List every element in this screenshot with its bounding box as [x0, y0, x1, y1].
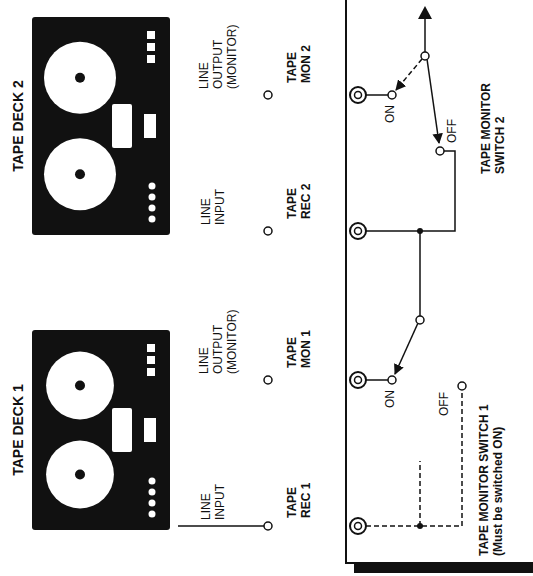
tape-reel: [46, 441, 114, 509]
deck-button: [149, 500, 156, 507]
wire: [366, 94, 388, 96]
switch-contact: [458, 382, 466, 390]
deck-key: [147, 55, 155, 63]
arrow-shaft: [0, 569, 1, 576]
deck-body: [32, 330, 170, 530]
switch-contact: [436, 147, 444, 155]
switch-contact: [388, 376, 396, 384]
panel-jack: [350, 223, 366, 239]
level-meter: [144, 418, 156, 442]
wire: [366, 379, 388, 381]
reel-hub: [75, 380, 85, 390]
reel-hub: [75, 169, 85, 179]
panel-jack: [350, 518, 366, 534]
arrow-label: TAPE MON 1: [286, 324, 314, 368]
panel-jack: [355, 377, 362, 384]
deck-jack: [264, 227, 272, 235]
panel-jack: [355, 523, 362, 530]
tape-deck-icon: [28, 11, 178, 241]
dashed-wire: [419, 461, 421, 526]
amplifier-panel: TAPE MONITOR SWITCH 1 (Must be switched …: [345, 0, 533, 564]
deck-key: [147, 43, 155, 51]
tape-reel: [44, 138, 116, 210]
panel-jack: [350, 87, 366, 103]
switch-label: TAPE MONITOR SWITCH 2: [480, 62, 508, 174]
deck-key: [147, 31, 155, 39]
arrow-label: TAPE REC 2: [286, 175, 314, 219]
reel-hub: [75, 73, 85, 83]
deck-button: [149, 511, 156, 518]
switch-contact: [388, 91, 396, 99]
connector-label: LINE OUTPUT (MONITOR): [198, 306, 239, 374]
switch-position: OFF: [438, 388, 452, 416]
lead-wire: [178, 525, 264, 527]
wire: [366, 151, 455, 231]
deck-button: [149, 183, 156, 190]
connector-label: LINE INPUT: [200, 474, 228, 520]
switch-blade: [395, 323, 418, 374]
deck-button: [149, 205, 156, 212]
level-meter: [144, 114, 156, 138]
deck-button: [149, 489, 156, 496]
connector-label: LINE INPUT: [200, 179, 228, 225]
tape-deck: TAPE DECK 2: [8, 11, 178, 241]
wire: [419, 231, 421, 316]
tape-reel: [46, 352, 114, 420]
deck-jack: [264, 376, 272, 384]
tape-head: [112, 104, 132, 148]
switch-pivot: [421, 52, 429, 60]
deck-heading: TAPE DECK 1: [8, 324, 28, 536]
tape-deck-icon: [28, 324, 178, 536]
deck-heading: TAPE DECK 2: [8, 11, 28, 241]
switch-position: ON: [384, 384, 398, 408]
deck-button: [149, 216, 156, 223]
deck-jack: [264, 91, 272, 99]
junction-dot: [417, 228, 423, 234]
deck-jack: [264, 522, 272, 530]
switch-position: ON: [384, 99, 398, 123]
junction-dot: [417, 523, 423, 529]
arrow-shaft: [0, 569, 1, 576]
arrow-shaft: [0, 569, 1, 576]
deck-key: [147, 344, 155, 352]
deck-key: [147, 368, 155, 376]
tape-deck: TAPE DECK 1: [8, 324, 178, 536]
deck-body: [32, 17, 170, 235]
switch-blade-alt: [396, 59, 422, 90]
panel-jack: [350, 372, 366, 388]
panel-jack: [355, 228, 362, 235]
deck-button: [149, 478, 156, 485]
connector-label: LINE OUTPUT (MONITOR): [198, 21, 239, 89]
switch-blade: [427, 59, 439, 143]
wire: [424, 18, 426, 52]
switch-position: OFF: [446, 115, 460, 143]
tape-head: [112, 408, 132, 452]
panel-jack: [355, 92, 362, 99]
deck-button: [149, 194, 156, 201]
jack-label: TAPE REC 1: [286, 474, 314, 518]
reel-hub: [75, 470, 85, 480]
tape-reel: [44, 42, 116, 114]
deck-key: [147, 356, 155, 364]
switch-pivot: [416, 316, 424, 324]
output-arrow: [418, 6, 432, 19]
arrow-label: TAPE MON 2: [286, 39, 314, 83]
switch-label: TAPE MONITOR SWITCH 1 (Must be switched …: [478, 386, 506, 556]
